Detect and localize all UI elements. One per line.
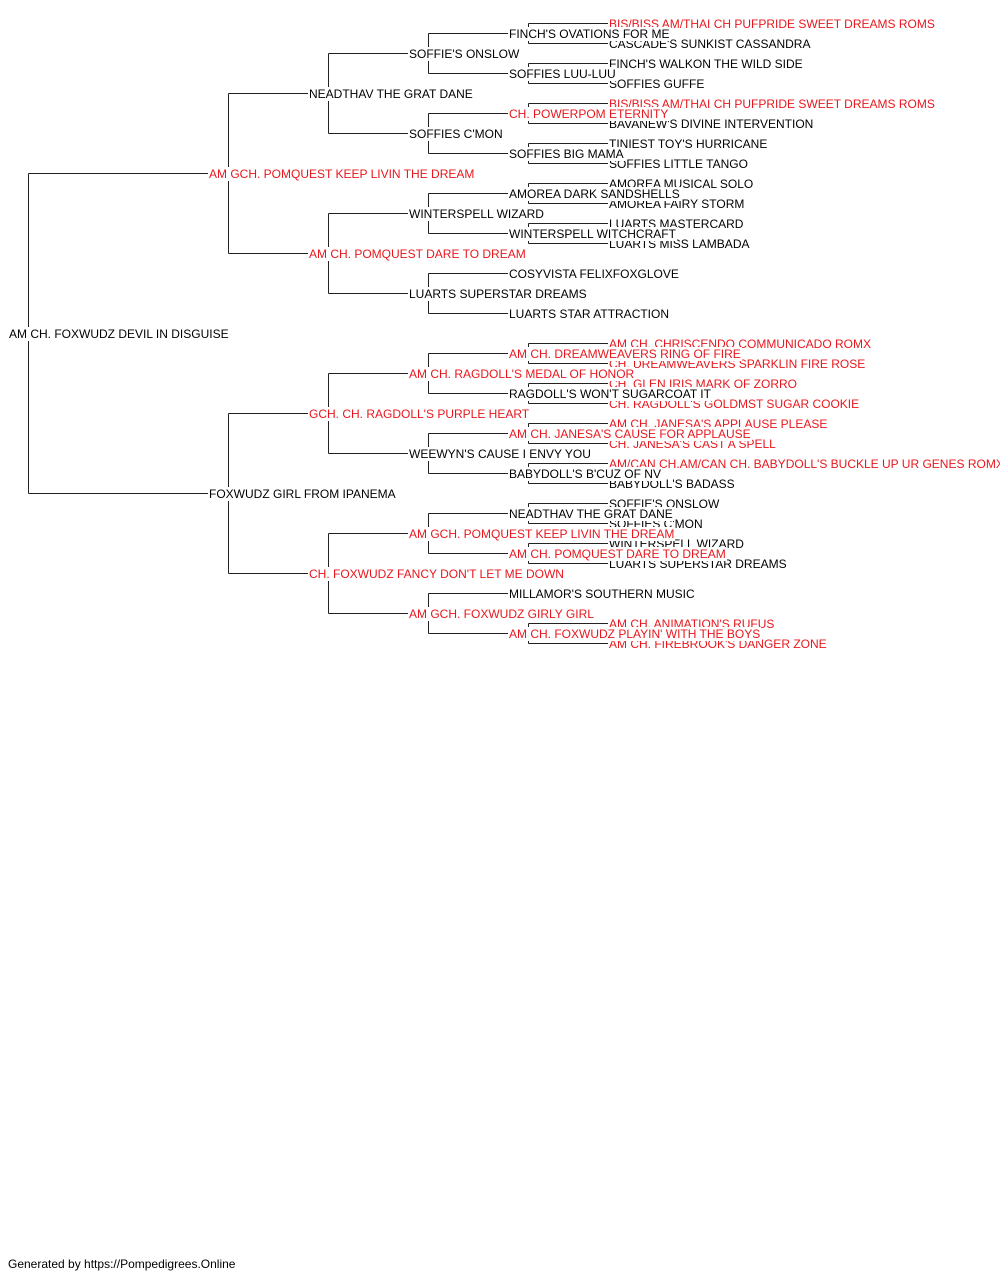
pedigree-node-sds[interactable]: WINTERSPELL WIZARD <box>408 207 545 221</box>
pedigree-node-s[interactable]: AM GCH. POMQUEST KEEP LIVIN THE DREAM <box>208 167 476 181</box>
pedigree-node-sdss[interactable]: AMOREA DARK SANDSHELLS <box>508 187 681 201</box>
pedigree-node-ssdds[interactable]: TINIEST TOY'S HURRICANE <box>608 137 769 151</box>
pedigree-node-ssds[interactable]: CH. POWERPOM ETERNITY <box>508 107 670 121</box>
pedigree-node-dddd[interactable]: AM CH. FOXWUDZ PLAYIN' WITH THE BOYS <box>508 627 762 641</box>
pedigree-node-dsss[interactable]: AM CH. DREAMWEAVERS RING OF FIRE <box>508 347 742 361</box>
pedigree-node-sssdd[interactable]: SOFFIES GUFFE <box>608 77 706 91</box>
pedigree-node-ss[interactable]: NEADTHAV THE GRAT DANE <box>308 87 474 101</box>
pedigree-node-ddsd[interactable]: AM CH. POMQUEST DARE TO DREAM <box>508 547 727 561</box>
pedigree-node-ssss[interactable]: FINCH'S OVATIONS FOR ME <box>508 27 671 41</box>
pedigree-node-dssd[interactable]: RAGDOLL'S WON'T SUGARCOAT IT <box>508 387 712 401</box>
pedigree-node-sss[interactable]: SOFFIE'S ONSLOW <box>408 47 521 61</box>
pedigree-node-sd[interactable]: AM CH. POMQUEST DARE TO DREAM <box>308 247 527 261</box>
pedigree-node-ds[interactable]: GCH. CH. RAGDOLL'S PURPLE HEART <box>308 407 531 421</box>
pedigree-node-dd[interactable]: CH. FOXWUDZ FANCY DON'T LET ME DOWN <box>308 567 565 581</box>
pedigree-node-sssd[interactable]: SOFFIES LUU-LUU <box>508 67 617 81</box>
pedigree-node-sdd[interactable]: LUARTS SUPERSTAR DREAMS <box>408 287 588 301</box>
pedigree-node-ssdd[interactable]: SOFFIES BIG MAMA <box>508 147 625 161</box>
pedigree-node-sdds[interactable]: COSYVISTA FELIXFOXGLOVE <box>508 267 680 281</box>
footer-credit: Generated by https://Pompedigrees.Online <box>8 1257 236 1271</box>
pedigree-node-dsdds[interactable]: AM/CAN CH.AM/CAN CH. BABYDOLL'S BUCKLE U… <box>608 457 1000 471</box>
pedigree-node-ssddd[interactable]: SOFFIES LITTLE TANGO <box>608 157 749 171</box>
pedigree-node-dsds[interactable]: AM CH. JANESA'S CAUSE FOR APPLAUSE <box>508 427 752 441</box>
pedigree-node-ssd[interactable]: SOFFIES C'MON <box>408 127 504 141</box>
pedigree-node-sssds[interactable]: FINCH'S WALKON THE WILD SIDE <box>608 57 804 71</box>
pedigree-node-ddds[interactable]: MILLAMOR'S SOUTHERN MUSIC <box>508 587 696 601</box>
pedigree-node-dss[interactable]: AM CH. RAGDOLL'S MEDAL OF HONOR <box>408 367 636 381</box>
pedigree-node-dsd[interactable]: WEEWYN'S CAUSE I ENVY YOU <box>408 447 592 461</box>
pedigree-node-d[interactable]: FOXWUDZ GIRL FROM IPANEMA <box>208 487 397 501</box>
pedigree-node-sddd[interactable]: LUARTS STAR ATTRACTION <box>508 307 671 321</box>
pedigree-node-dsdd[interactable]: BABYDOLL'S B'CUZ OF NV <box>508 467 662 481</box>
pedigree-node-sssss[interactable]: BIS/BISS AM/THAI CH PUFPRIDE SWEET DREAM… <box>608 17 936 31</box>
pedigree-node-ddd[interactable]: AM GCH. FOXWUDZ GIRLY GIRL <box>408 607 595 621</box>
pedigree-node-ssdss[interactable]: BIS/BISS AM/THAI CH PUFPRIDE SWEET DREAM… <box>608 97 936 111</box>
pedigree-node-dds[interactable]: AM GCH. POMQUEST KEEP LIVIN THE DREAM <box>408 527 676 541</box>
pedigree-node-root[interactable]: AM CH. FOXWUDZ DEVIL IN DISGUISE <box>8 327 230 341</box>
pedigree-node-sdsd[interactable]: WINTERSPELL WITCHCRAFT <box>508 227 677 241</box>
pedigree-node-ddss[interactable]: NEADTHAV THE GRAT DANE <box>508 507 674 521</box>
